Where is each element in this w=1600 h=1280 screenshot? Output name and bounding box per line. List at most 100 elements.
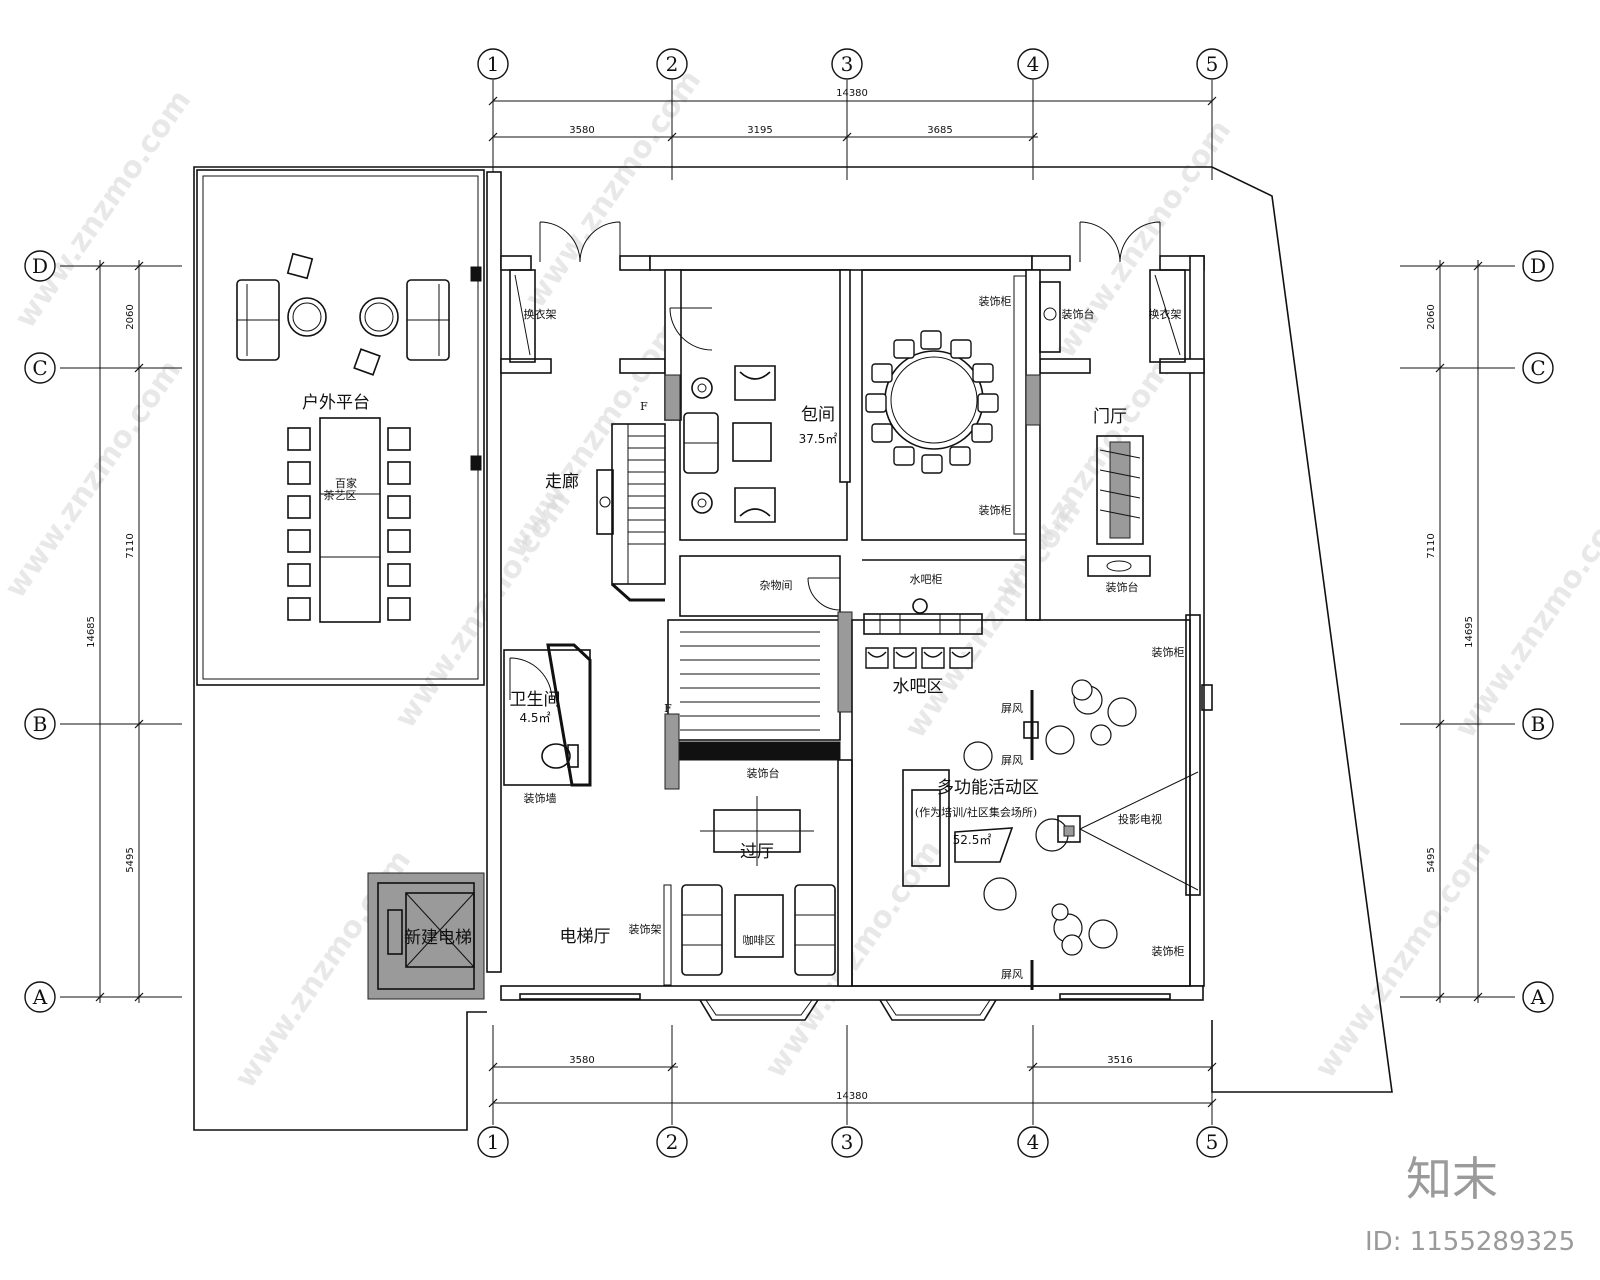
screen-label-1: 屏风 bbox=[1001, 702, 1023, 715]
outdoor-terrace-label: 户外平台 bbox=[302, 393, 370, 413]
svg-text:B: B bbox=[33, 712, 48, 736]
svg-text:3: 3 bbox=[841, 1130, 854, 1154]
multi-area-size: 52.5㎡ bbox=[953, 833, 992, 847]
watermark-text: www.znzmo.com bbox=[498, 314, 688, 565]
deco-cabinet-east-top: 装饰柜 bbox=[1152, 645, 1185, 659]
corridor: 走廊 F 杂物间 F 装饰台 bbox=[545, 400, 853, 790]
dim-left-seg-2: 7110 bbox=[125, 533, 136, 558]
svg-text:4: 4 bbox=[1027, 52, 1040, 76]
private-room-area: 37.5㎡ bbox=[799, 432, 838, 446]
axis-grid: 1 2 3 4 5 1 2 3 4 5 D C B A D C B A bbox=[24, 48, 1554, 1158]
svg-text:1: 1 bbox=[487, 52, 500, 76]
deco-wall-restroom-label: 装饰墙 bbox=[524, 791, 557, 805]
sofa-right bbox=[406, 279, 450, 361]
axis-bubble-A-right: A bbox=[1522, 981, 1554, 1013]
elevator-hall-label: 电梯厅 bbox=[560, 927, 611, 947]
shoe-rack-right-label: 换衣架 bbox=[1149, 307, 1182, 321]
dim-bottom-total: 14380 bbox=[836, 1091, 868, 1102]
stool bbox=[353, 348, 381, 376]
sofa-left bbox=[236, 279, 280, 361]
dim-right-total: 14695 bbox=[1464, 616, 1475, 648]
bead-screen bbox=[663, 884, 672, 986]
stair-mark-down: F bbox=[664, 702, 672, 715]
deco-frame-label: 装饰架 bbox=[629, 922, 662, 936]
lobby-label: 门厅 bbox=[1093, 407, 1127, 427]
storage-label: 杂物间 bbox=[760, 578, 793, 592]
svg-text:2: 2 bbox=[666, 52, 679, 76]
svg-text:A: A bbox=[1530, 985, 1546, 1009]
dim-left-seg-3: 5495 bbox=[125, 847, 136, 872]
axis-bubble-A-left: A bbox=[24, 981, 56, 1013]
lobby: 装饰台 门厅 装饰台 bbox=[1039, 281, 1151, 594]
shoe-rack-left-label: 换衣架 bbox=[524, 307, 557, 321]
dim-left-seg-1: 2060 bbox=[125, 304, 136, 329]
stair-mark-up: F bbox=[640, 400, 648, 413]
svg-text:D: D bbox=[1530, 254, 1546, 278]
svg-text:4: 4 bbox=[1027, 1130, 1040, 1154]
svg-text:5: 5 bbox=[1206, 1130, 1219, 1154]
projection-tv-label: 投影电视 bbox=[1118, 812, 1162, 826]
multi-area-note: (作为培训/社区集会场所) bbox=[915, 805, 1037, 819]
new-elevator-label: 新建电梯 bbox=[404, 928, 472, 948]
watermark-text: www.znzmo.com bbox=[758, 834, 948, 1085]
svg-text:A: A bbox=[32, 985, 48, 1009]
svg-text:1: 1 bbox=[487, 1130, 500, 1154]
brand-logo: 知末 bbox=[1406, 1152, 1498, 1206]
multi-area-label: 多功能活动区 bbox=[937, 778, 1039, 798]
svg-text:C: C bbox=[32, 356, 47, 380]
axis-bubble-5-top: 5 bbox=[1196, 48, 1228, 80]
bar-area-label: 水吧区 bbox=[893, 677, 944, 697]
axis-bubble-B-left: B bbox=[24, 708, 56, 740]
svg-text:3: 3 bbox=[841, 52, 854, 76]
watermarks: www.znzmo.com www.znzmo.com www.znzmo.co… bbox=[0, 64, 1600, 1095]
dim-left-total: 14685 bbox=[86, 616, 97, 648]
hall: 过厅 装饰架 电梯厅 咖啡区 bbox=[560, 759, 853, 987]
stool bbox=[286, 252, 314, 280]
watermark-text: www.znzmo.com bbox=[8, 84, 198, 335]
site-boundary bbox=[193, 166, 1393, 1131]
restroom-label: 卫生间 bbox=[510, 690, 561, 710]
dim-top-total: 14380 bbox=[836, 88, 868, 99]
svg-text:D: D bbox=[32, 254, 48, 278]
axis-bubble-4-top: 4 bbox=[1017, 48, 1049, 80]
terrace-chairs bbox=[287, 427, 411, 621]
axis-bubble-1-top: 1 bbox=[477, 48, 509, 80]
private-room-label: 包间 bbox=[801, 405, 835, 425]
multi-function-area: 水吧柜 水吧区 屏风 屏风 屏风 多功能活动区 (作为培训/社 bbox=[851, 559, 1213, 990]
corridor-label: 走廊 bbox=[545, 472, 579, 492]
coffee-area-label: 咖啡区 bbox=[743, 933, 776, 947]
dim-bottom-seg-2: 3516 bbox=[1107, 1055, 1132, 1066]
screen-label-3: 屏风 bbox=[1001, 968, 1023, 981]
dim-bottom-seg-1: 3580 bbox=[569, 1055, 594, 1066]
deco-table-top-label: 装饰台 bbox=[1062, 307, 1095, 321]
branding: 知末 ID: 1155289325 bbox=[1365, 1152, 1575, 1257]
restroom: 卫生间 4.5㎡ 装饰墙 bbox=[503, 643, 592, 805]
deco-cabinet-dining-bottom: 装饰柜 bbox=[979, 503, 1012, 517]
terrace-zone-label: 茶艺区 bbox=[324, 489, 357, 502]
outdoor-terrace: 户外平台 百家 茶艺区 bbox=[196, 169, 485, 686]
deco-table-lobby-label: 装饰台 bbox=[1106, 580, 1139, 594]
axis-bubble-5-bottom: 5 bbox=[1196, 1126, 1228, 1158]
axis-bubble-C-right: C bbox=[1522, 352, 1554, 384]
private-room: 包间 37.5㎡ bbox=[664, 269, 851, 541]
axis-bubble-D-left: D bbox=[24, 250, 56, 282]
building-walls: 换衣架 换衣架 bbox=[470, 171, 1205, 1021]
watermark-text: www.znzmo.com bbox=[0, 354, 188, 605]
dim-top-seg-3: 3685 bbox=[927, 125, 952, 136]
axis-bubble-3-bottom: 3 bbox=[831, 1126, 863, 1158]
hall-label: 过厅 bbox=[740, 842, 774, 862]
new-elevator: 新建电梯 bbox=[367, 872, 485, 1000]
terrace-table-label: 百家 bbox=[335, 476, 357, 490]
svg-text:5: 5 bbox=[1206, 52, 1219, 76]
screen-label-2: 屏风 bbox=[1001, 754, 1023, 767]
axis-bubble-2-top: 2 bbox=[656, 48, 688, 80]
dim-top-seg-1: 3580 bbox=[569, 125, 594, 136]
restroom-area: 4.5㎡ bbox=[519, 711, 550, 725]
axis-bubble-D-right: D bbox=[1522, 250, 1554, 282]
bar-stools bbox=[865, 647, 973, 669]
axis-bubble-B-right: B bbox=[1522, 708, 1554, 740]
deco-cabinet-dining-top: 装饰柜 bbox=[979, 294, 1012, 308]
deco-cabinet-east-bottom: 装饰柜 bbox=[1152, 944, 1185, 958]
watermark-text: www.znzmo.com bbox=[1308, 834, 1498, 1085]
dining-chairs bbox=[865, 330, 999, 474]
